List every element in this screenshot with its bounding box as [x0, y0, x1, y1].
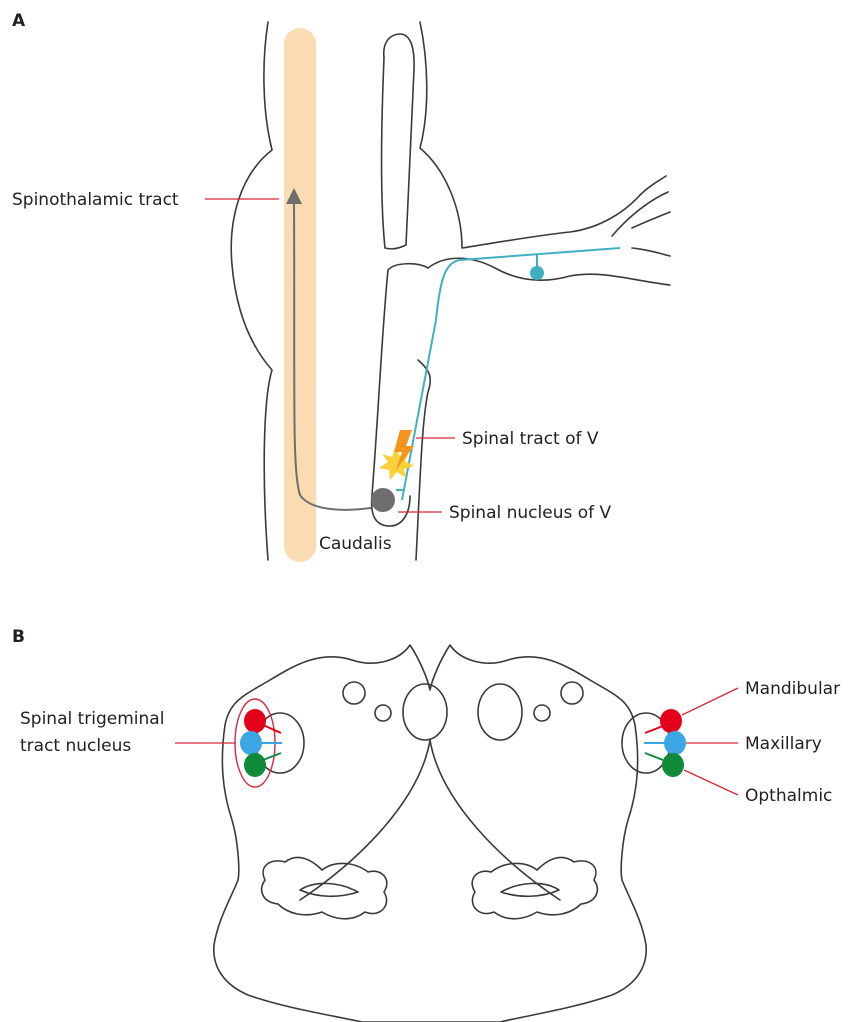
spinal-trigeminal-label-line2: tract nucleus [20, 736, 131, 756]
mandibular-fiber-right [645, 726, 663, 733]
brainstem-outline-left [231, 22, 272, 560]
opthalmic-label: Opthalmic [745, 786, 832, 806]
trigeminal-ganglion-cell [530, 266, 544, 280]
opthalmic-division-left [244, 753, 266, 777]
trigeminal-column-outline [382, 34, 415, 249]
maxillary-division-right [664, 731, 686, 755]
spinal-trigeminal-label-line1: Spinal trigeminal [20, 709, 164, 729]
nucleus-circle-left-1 [343, 682, 365, 704]
mandibular-leader [682, 688, 738, 715]
nerve-root-lower [428, 258, 670, 285]
caudalis-label: Caudalis [319, 534, 392, 554]
maxillary-label: Maxillary [745, 734, 822, 754]
inferior-olive-right [472, 857, 597, 918]
mandibular-division-left [244, 709, 266, 733]
panel-b: B Spinal trigeminal [12, 627, 840, 1022]
opthalmic-fiber-left [263, 753, 281, 760]
nucleus-circle-right-2 [534, 705, 550, 721]
spinal-nucleus-of-v-marker [371, 488, 395, 512]
panel-b-letter: B [12, 627, 25, 647]
nerve-branch-3 [632, 248, 670, 256]
brainstem-outline-right [420, 22, 666, 248]
ventral-median-fissure-right [430, 740, 560, 900]
maxillary-division-left [240, 731, 262, 755]
spinal-tract-of-v-label: Spinal tract of V [462, 429, 599, 449]
opthalmic-division-right [662, 753, 684, 777]
mandibular-label: Mandibular [745, 679, 840, 699]
spinal-nucleus-of-v-label: Spinal nucleus of V [449, 503, 612, 523]
inferior-olive-left [262, 857, 387, 918]
nucleus-circle-left-2 [375, 705, 391, 721]
spinothalamic-tract-band [284, 28, 316, 562]
spinothalamic-tract-label: Spinothalamic tract [12, 190, 179, 210]
opthalmic-leader [684, 770, 738, 795]
medulla-cross-section-outline [214, 645, 646, 1022]
nucleus-oval-right [478, 684, 522, 740]
nucleus-circle-right-1 [561, 682, 583, 704]
panel-a: A Spinothalamic tract Spinal tract of [12, 11, 670, 562]
opthalmic-fiber-right [645, 753, 663, 760]
nerve-branch-1 [612, 192, 668, 236]
panel-a-letter: A [12, 11, 26, 31]
ventral-median-fissure [300, 740, 430, 900]
nucleus-oval-left [403, 684, 447, 740]
mandibular-fiber-left [263, 725, 281, 733]
trigeminal-afferent-fiber [402, 248, 620, 500]
nerve-branch-2 [632, 212, 670, 228]
mandibular-division-right [660, 709, 682, 733]
